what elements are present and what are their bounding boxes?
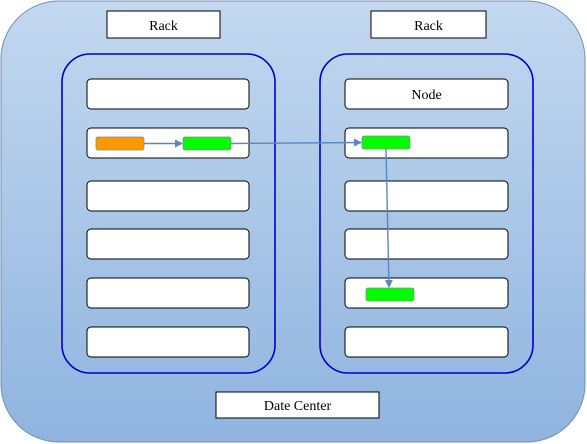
rack-2-header: Rack [370, 10, 487, 39]
data-center-label-text: Date Center [264, 399, 332, 414]
rack-1-nodes [86, 78, 250, 358]
rack-2-node-6 [344, 326, 509, 358]
rack-2-node-1 [344, 78, 509, 110]
rack-1-node-3 [86, 180, 250, 212]
data-block-replica-1 [182, 136, 232, 151]
rack-2-outline [319, 53, 534, 374]
rack-2-nodes: Node [344, 78, 509, 358]
rack-2-header-box [370, 10, 487, 39]
data-center-label: Date Center [215, 391, 380, 419]
rack-1-node-5 [86, 277, 250, 309]
rack-2-node-1-label: Node [411, 88, 441, 103]
rack-1-node-1 [86, 78, 250, 110]
rack-1-header-label: Rack [149, 19, 178, 34]
rack-1-node-6 [86, 326, 250, 358]
replication-arrow-3 [384, 148, 393, 288]
rack-1-node-4 [86, 228, 250, 260]
rack-2-node-3 [344, 180, 509, 212]
rack-1-header: Rack [106, 10, 221, 39]
replication-arrow-2 [230, 138, 362, 147]
data-block-replica-3 [365, 287, 415, 302]
data-block-primary-orange [95, 136, 145, 151]
rack-1-header-box [106, 10, 221, 39]
data-block-replica-2 [361, 135, 411, 150]
data-center-label-box [215, 391, 380, 419]
rack-1-outline [61, 53, 276, 374]
rack-2-node-4 [344, 228, 509, 260]
rack-2-header-label: Rack [414, 19, 443, 34]
